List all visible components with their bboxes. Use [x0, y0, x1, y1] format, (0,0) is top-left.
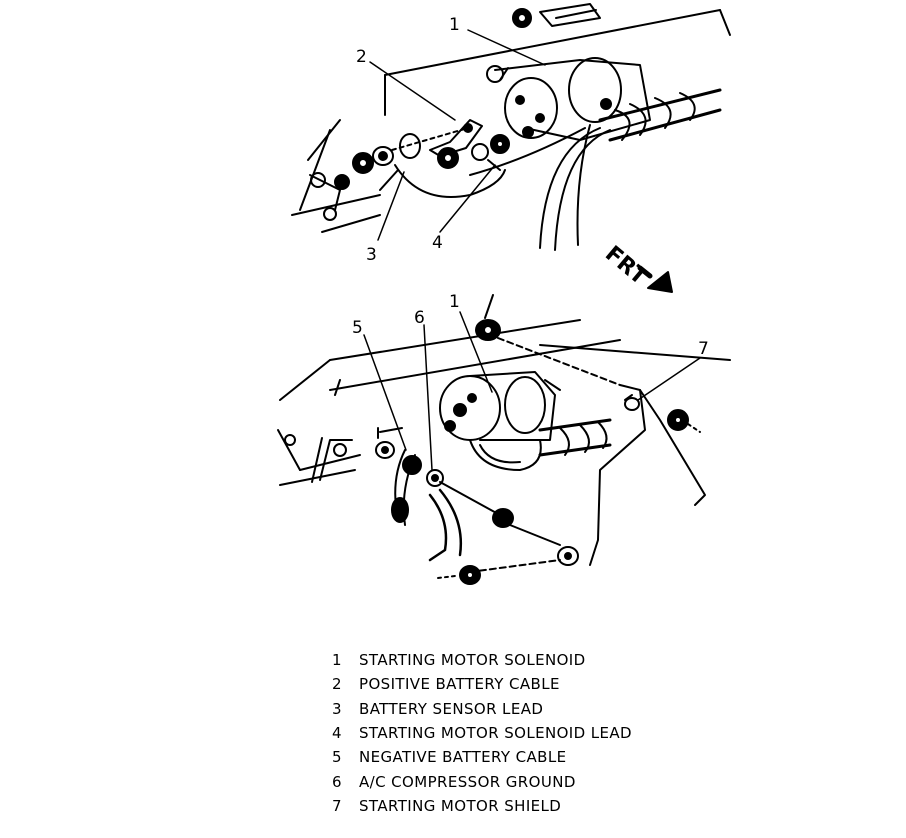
legend-number: 6 — [332, 772, 342, 791]
legend-text: NEGATIVE BATTERY CABLE — [359, 748, 567, 767]
callout-4: 4 — [432, 233, 443, 253]
legend-number: 7 — [332, 796, 342, 815]
legend-text: STARTING MOTOR SOLENOID LEAD — [359, 724, 632, 743]
front-direction-arrow — [637, 265, 673, 293]
legend-number: 4 — [332, 724, 342, 743]
legend-number: 3 — [332, 699, 342, 718]
callout-1-top: 1 — [449, 15, 460, 35]
legend-text: STARTING MOTOR SHIELD — [359, 796, 562, 815]
legend-item: 6 A/C COMPRESSOR GROUND — [332, 769, 632, 793]
legend: 1 STARTING MOTOR SOLENOID 2 POSITIVE BATTE… — [332, 648, 632, 818]
legend-item: 3 BATTERY SENSOR LEAD — [332, 697, 632, 721]
legend-item: 1 STARTING MOTOR SOLENOID — [332, 648, 632, 672]
callout-5: 5 — [352, 318, 363, 338]
legend-number: 5 — [332, 748, 342, 767]
leader-6 — [423, 324, 433, 471]
starter-wiring-diagram: 1 2 3 4 FRT 1 5 6 7 — [277, 3, 731, 585]
callout-6: 6 — [414, 308, 425, 328]
legend-text: A/C COMPRESSOR GROUND — [359, 772, 576, 791]
top-view — [291, 3, 731, 251]
leader-7 — [637, 357, 701, 401]
leader-2 — [369, 61, 456, 121]
legend-text: BATTERY SENSOR LEAD — [359, 699, 544, 718]
legend-text: POSITIVE BATTERY CABLE — [359, 675, 560, 694]
bottom-view — [277, 294, 731, 585]
legend-item: 2 POSITIVE BATTERY CABLE — [332, 672, 632, 696]
legend-item: 4 STARTING MOTOR SOLENOID LEAD — [332, 721, 632, 745]
legend-item: 5 NEGATIVE BATTERY CABLE — [332, 745, 632, 769]
leader-3 — [377, 171, 405, 241]
leader-1-bottom — [459, 311, 493, 393]
legend-number: 1 — [332, 651, 342, 670]
callout-2: 2 — [356, 47, 367, 67]
leader-5 — [363, 334, 407, 451]
legend-item: 7 STARTING MOTOR SHIELD — [332, 794, 632, 818]
callout-7: 7 — [698, 339, 709, 359]
leader-4 — [439, 164, 496, 233]
frt-label: FRT — [600, 241, 651, 290]
callout-3: 3 — [366, 245, 377, 265]
callout-1-bottom: 1 — [449, 292, 460, 312]
legend-text: STARTING MOTOR SOLENOID — [359, 651, 586, 670]
legend-number: 2 — [332, 675, 342, 694]
leader-1-top — [467, 29, 546, 66]
